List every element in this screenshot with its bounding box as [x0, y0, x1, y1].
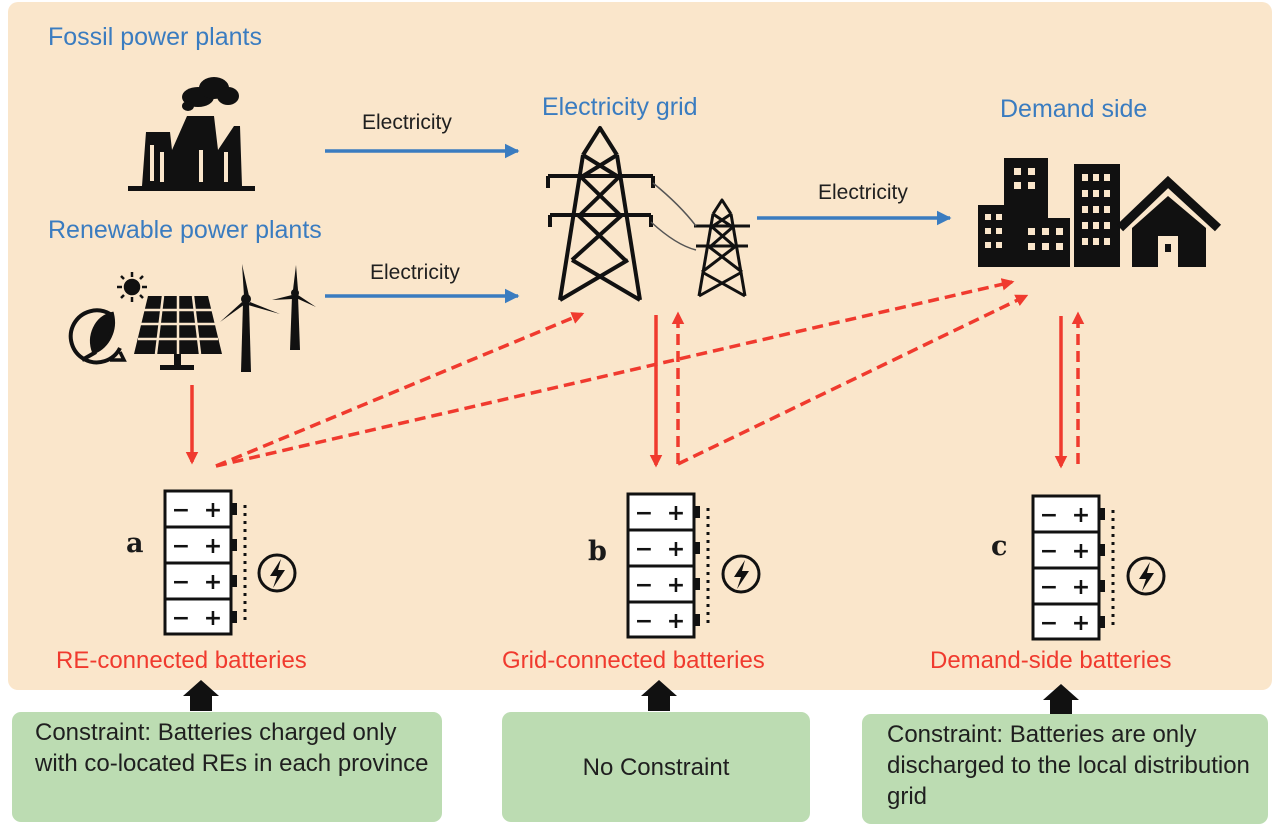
constraint-text-c: Constraint: Batteries are only discharge…	[887, 721, 1250, 810]
up-arrow-icon	[183, 680, 219, 711]
arrow-battery-a-to-grid	[215, 312, 585, 468]
buildings-icon	[978, 158, 1120, 267]
battery-plus-sign: +	[1072, 503, 1090, 528]
demand-title: Demand side	[1000, 95, 1147, 123]
constraint-box-b: No Constraint	[502, 712, 810, 822]
lightning-icon	[1126, 556, 1166, 596]
sun-icon	[117, 272, 147, 302]
battery-label-b: Grid-connected batteries	[502, 647, 765, 674]
power-line	[652, 182, 697, 227]
house-icon	[1116, 175, 1222, 267]
battery-plus-sign: +	[204, 606, 222, 631]
electricity-label-renewable: Electricity	[370, 261, 460, 284]
constraint-box-a: Constraint: Batteries charged only with …	[12, 712, 442, 822]
power-tower-icon	[546, 126, 655, 302]
up-arrow-icon	[641, 680, 677, 711]
battery-minus-sign: −	[172, 498, 190, 523]
power-tower-small-icon	[694, 198, 750, 298]
battery-minus-sign: −	[1040, 539, 1058, 564]
battery-plus-sign: +	[667, 609, 685, 634]
battery-minus-sign: −	[635, 573, 653, 598]
battery-letter-a: a	[126, 528, 144, 559]
arrow-battery-a-to-demand	[215, 278, 1015, 468]
battery-letter-c: c	[991, 531, 1007, 562]
battery-minus-sign: −	[635, 501, 653, 526]
battery-cell-symbols: −+−+−+−+−+−+−+−+−+−+−+−+	[172, 498, 1090, 636]
battery-plus-sign: +	[1072, 575, 1090, 600]
battery-minus-sign: −	[1040, 503, 1058, 528]
battery-plus-sign: +	[1072, 539, 1090, 564]
battery-label-c: Demand-side batteries	[930, 647, 1171, 674]
battery-plus-sign: +	[667, 573, 685, 598]
battery-letter-b: b	[588, 536, 607, 567]
renewable-title: Renewable power plants	[48, 216, 322, 244]
constraint-text-b: No Constraint	[582, 753, 730, 781]
battery-minus-sign: −	[1040, 611, 1058, 636]
lightning-icon	[257, 553, 297, 593]
electricity-label-fossil: Electricity	[362, 111, 452, 134]
fossil-title: Fossil power plants	[48, 23, 262, 51]
battery-label-a: RE-connected batteries	[56, 647, 307, 674]
solar-panel-icon	[134, 295, 222, 370]
up-arrow-icon	[1043, 684, 1079, 714]
battery-plus-sign: +	[667, 501, 685, 526]
battery-plus-sign: +	[667, 537, 685, 562]
battery-plus-sign: +	[204, 534, 222, 559]
battery-minus-sign: −	[172, 534, 190, 559]
factory-icon	[128, 77, 255, 191]
arrow-battery-b-to-demand	[677, 294, 1029, 466]
recycle-leaf-icon	[68, 308, 127, 365]
constraint-box-c: Constraint: Batteries are only discharge…	[862, 714, 1268, 824]
grid-title: Electricity grid	[542, 93, 698, 121]
battery-plus-sign: +	[204, 570, 222, 595]
battery-plus-sign: +	[204, 498, 222, 523]
battery-minus-sign: −	[172, 606, 190, 631]
battery-plus-sign: +	[1072, 611, 1090, 636]
wind-turbine-icon	[220, 264, 316, 372]
battery-minus-sign: −	[1040, 575, 1058, 600]
constraint-text-a: Constraint: Batteries charged only with …	[35, 719, 429, 777]
battery-minus-sign: −	[635, 609, 653, 634]
battery-minus-sign: −	[172, 570, 190, 595]
battery-minus-sign: −	[635, 537, 653, 562]
electricity-label-demand: Electricity	[818, 181, 908, 204]
lightning-icon	[721, 554, 761, 594]
power-line	[650, 221, 697, 251]
